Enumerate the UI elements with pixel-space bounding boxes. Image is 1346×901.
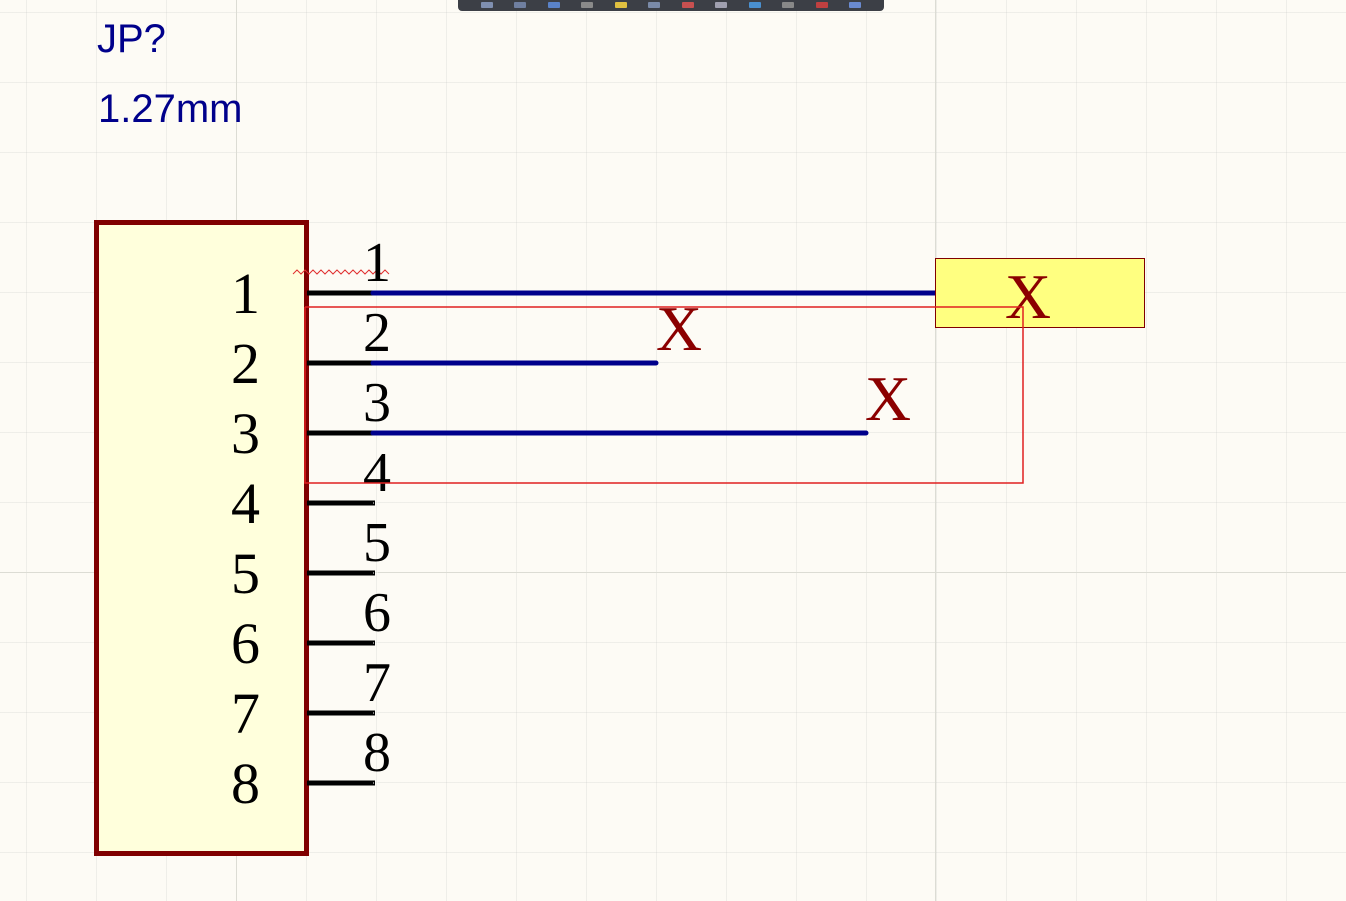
component-designator[interactable]: JP? (97, 17, 166, 61)
active-bar-toolbar (458, 0, 884, 11)
power-port-tool-icon[interactable] (648, 2, 661, 8)
pin-4-number: 4 (363, 442, 391, 504)
pin-7-number: 7 (363, 652, 391, 714)
pin-8-number: 8 (363, 722, 391, 784)
pin-1-name: 1 (231, 261, 260, 326)
pin-3-number: 3 (363, 372, 391, 434)
text-tool-icon[interactable] (849, 2, 862, 8)
component-comment[interactable]: 1.27mm (98, 87, 243, 131)
no-connect-highlight[interactable] (935, 258, 1145, 328)
move-tool-icon[interactable] (514, 2, 527, 8)
pin-1-number: 1 (363, 232, 391, 294)
net-label-tool-icon[interactable] (614, 2, 627, 8)
pin-2-number: 2 (363, 302, 391, 364)
grid-major-line (935, 0, 936, 901)
pin-6-number: 6 (363, 582, 391, 644)
no-connect-layer: X X X (656, 261, 1051, 434)
align-tool-icon[interactable] (547, 2, 560, 8)
no-connect-marker[interactable]: X (656, 293, 702, 364)
port-tool-icon[interactable] (715, 2, 728, 8)
directive-tool-icon[interactable] (782, 2, 795, 8)
no-connect-marker[interactable]: X (865, 363, 911, 434)
no-connect-marker[interactable]: X (1005, 261, 1051, 332)
pin-8-name: 8 (231, 751, 260, 816)
no-erc-tool-icon[interactable] (815, 2, 828, 8)
error-squiggle (292, 269, 390, 275)
selection-outline (304, 306, 1024, 484)
pin-7-name: 7 (231, 681, 260, 746)
wires-layer (370, 290, 939, 436)
pin-5-name: 5 (231, 541, 260, 606)
component-body[interactable] (94, 220, 309, 856)
sheet-symbol-tool-icon[interactable] (748, 2, 761, 8)
pin-3-name: 3 (231, 401, 260, 466)
wire-tool-icon[interactable] (581, 2, 594, 8)
pin-2-name: 2 (231, 331, 260, 396)
harness-tool-icon[interactable] (681, 2, 694, 8)
pin-5-number: 5 (363, 512, 391, 574)
pin-4-name: 4 (231, 471, 260, 536)
pin-6-name: 6 (231, 611, 260, 676)
grid-major-line (0, 572, 1346, 573)
select-tool-icon[interactable] (480, 2, 493, 8)
